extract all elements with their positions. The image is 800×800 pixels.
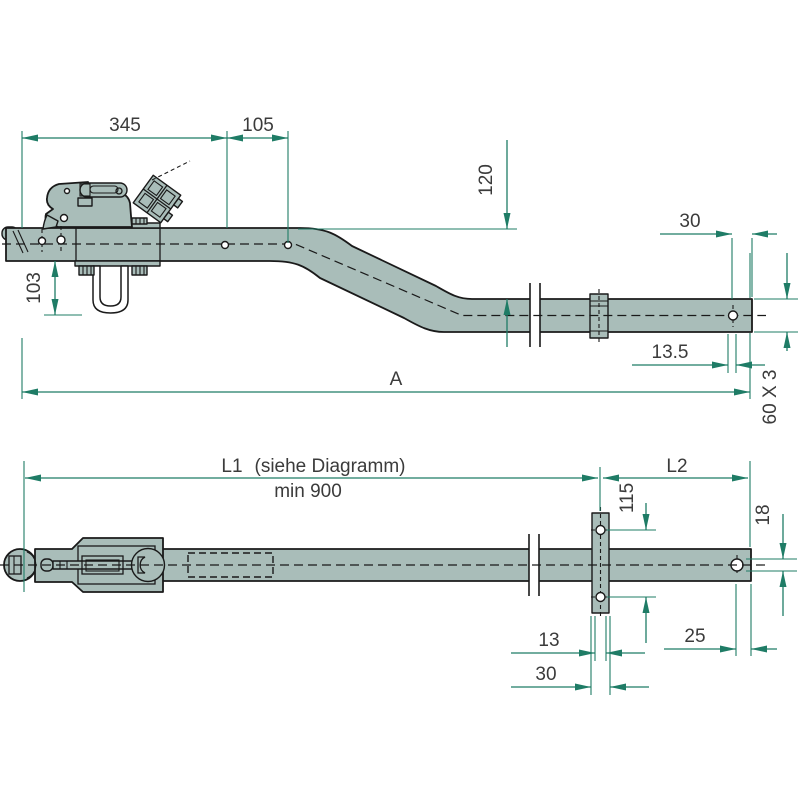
- dim-L1-note-label: (siehe Diagramm): [255, 456, 406, 477]
- dim-25-label: 25: [684, 626, 705, 647]
- dim-105-label: 105: [242, 115, 274, 136]
- breakaway-socket-box: [132, 174, 184, 224]
- ball-coupling-head: [42, 181, 133, 230]
- dim-13-label: 13: [538, 630, 559, 651]
- dim-13-5-label: 13.5: [652, 342, 689, 363]
- dim-345-label: 345: [109, 115, 141, 136]
- u-bolt-strap: [92, 265, 129, 314]
- dimensions-plan-view: L1 (siehe Diagramm) min 900 L2 115 18 13: [23, 456, 797, 695]
- dim-115-label: 115: [617, 483, 638, 513]
- dim-60x3-label: 60 X 3: [760, 370, 781, 425]
- tube-holes: [37, 226, 739, 327]
- damper-slider: [81, 555, 124, 575]
- dim-103-label: 103: [24, 272, 45, 304]
- cross-bracket: [591, 507, 610, 619]
- dim-30-top-label: 30: [679, 211, 700, 232]
- dim-18-label: 18: [753, 504, 774, 525]
- dim-30-bottom-label: 30: [535, 664, 556, 685]
- dim-A-label: A: [390, 369, 403, 390]
- tube-centerline: [2, 243, 766, 317]
- dim-L1-label: L1: [221, 456, 242, 477]
- coupling-handle: [79, 182, 128, 198]
- adjuster-collar: [589, 289, 609, 343]
- plan-view-drawing: L1 (siehe Diagramm) min 900 L2 115 18 13: [0, 456, 797, 695]
- breakaway-cable-line: [151, 160, 191, 181]
- dim-120-label: 120: [476, 164, 497, 196]
- coupling-jaw: [42, 214, 59, 230]
- dim-min-900-label: min 900: [274, 481, 342, 502]
- cut-marks: [12, 229, 29, 254]
- side-view-drawing: 345 105 120 30 13.5 A: [1, 115, 798, 425]
- dimensions-side-view: 345 105 120 30 13.5 A: [21, 115, 798, 425]
- dim-L2-label: L2: [666, 456, 687, 477]
